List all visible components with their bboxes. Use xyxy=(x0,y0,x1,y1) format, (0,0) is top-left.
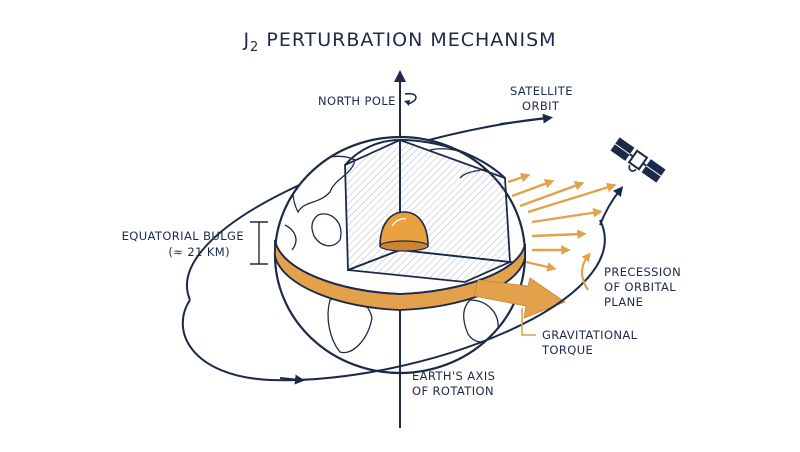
satellite-orbit-label-2: ORBIT xyxy=(522,99,560,113)
orbit-front-path xyxy=(181,219,606,382)
orbit-back-path xyxy=(186,117,546,301)
north-axis-arrowhead xyxy=(394,70,406,82)
torque-callout-line xyxy=(521,308,536,336)
axis-label-2: OF ROTATION xyxy=(412,384,494,398)
orbit-arrow-right xyxy=(599,186,624,226)
cutaway-wedge xyxy=(344,138,514,283)
orbit-arrow-top xyxy=(499,113,553,125)
gravity-field-arrows xyxy=(507,172,617,272)
equatorial-bulge-band xyxy=(274,239,526,311)
satellite-icon xyxy=(610,137,666,183)
precession-arrow xyxy=(580,252,591,291)
precession-label-1: PRECESSION xyxy=(604,265,681,279)
precession-label-2: OF ORBITAL xyxy=(604,280,676,294)
bulge-dimension-marker xyxy=(250,221,268,265)
core-hemisphere-icon xyxy=(379,211,429,252)
orbit-arrow-bottom xyxy=(279,374,305,385)
earth-sphere xyxy=(273,135,566,375)
torque-arrow xyxy=(473,277,566,319)
torque-label-1: GRAVITATIONAL xyxy=(542,328,638,342)
equatorial-bulge-label-1: EQUATORIAL BULGE xyxy=(122,229,244,243)
north-pole-label: NORTH POLE xyxy=(318,94,396,108)
precession-label-3: PLANE xyxy=(604,295,643,309)
axis-label-1: EARTH'S AXIS xyxy=(412,369,495,383)
page-title: J2 PERTURBATION MECHANISM xyxy=(242,29,556,55)
rotation-arrow-icon xyxy=(404,92,417,105)
equatorial-bulge-label-2: (≈ 21 KM) xyxy=(168,245,230,259)
rotation-arrowhead xyxy=(404,100,410,106)
satellite-orbit-label-1: SATELLITE xyxy=(510,84,573,98)
torque-label-2: TORQUE xyxy=(541,343,593,357)
